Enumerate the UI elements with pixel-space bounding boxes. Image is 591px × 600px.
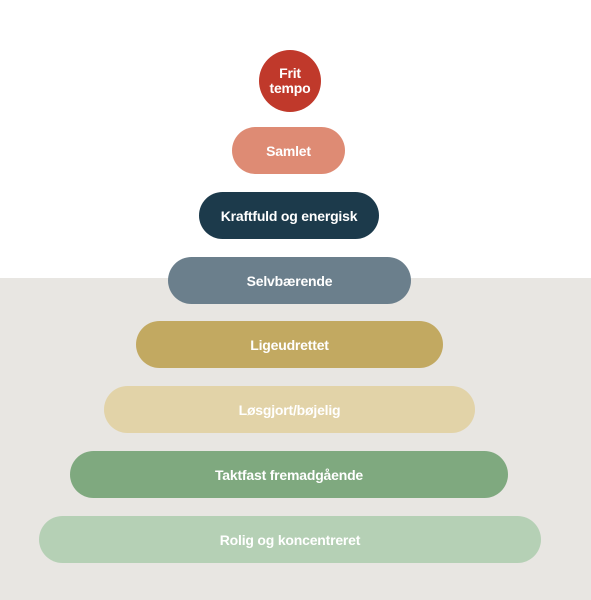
- level-losgjort-bojelig: Løsgjort/bøjelig: [104, 386, 475, 433]
- level-label: Taktfast fremadgående: [214, 466, 364, 483]
- level-label: Rolig og koncentreret: [219, 531, 361, 548]
- level-label: Ligeudrettet: [250, 336, 329, 353]
- level-label: Samlet: [266, 142, 311, 159]
- level-label: Kraftfuld og energisk: [220, 207, 358, 224]
- level-taktfast-fremadgaaende: Taktfast fremadgående: [70, 451, 508, 498]
- level-rolig-og-koncentreret: Rolig og koncentreret: [39, 516, 541, 563]
- level-kraftfuld-og-energisk: Kraftfuld og energisk: [199, 192, 379, 239]
- level-label: Løsgjort/bøjelig: [238, 401, 341, 418]
- level-label-line: tempo: [269, 80, 311, 96]
- level-ligeudrettet: Ligeudrettet: [136, 321, 443, 368]
- level-label-line: Frit: [279, 65, 301, 81]
- level-selvbaerende: Selvbærende: [168, 257, 411, 304]
- level-samlet: Samlet: [232, 127, 345, 174]
- level-label: Selvbærende: [246, 272, 333, 289]
